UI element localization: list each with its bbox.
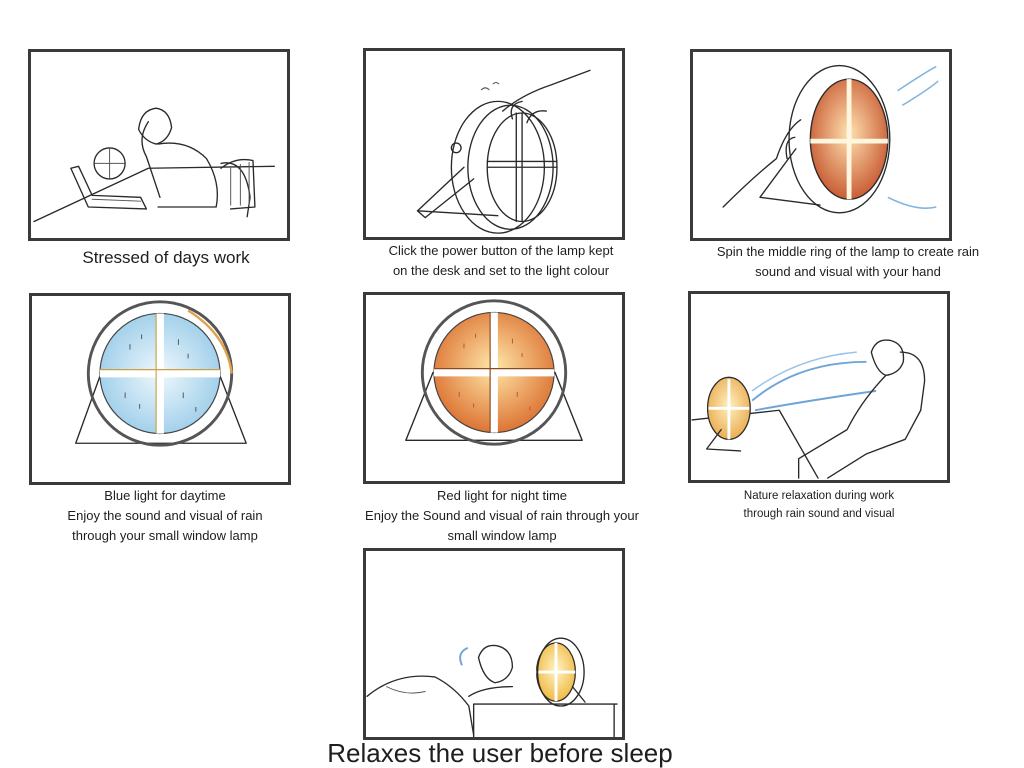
caption-line: Nature relaxation during work bbox=[743, 490, 895, 502]
panel-nature-relaxation bbox=[688, 291, 950, 483]
caption-line: Relaxes the user before sleep bbox=[327, 738, 673, 768]
blue-lamp-sketch bbox=[75, 300, 247, 447]
caption-line: sound and visual with your hand bbox=[755, 264, 941, 279]
caption-red-light: Red light for night time Enjoy the Sound… bbox=[336, 486, 668, 546]
caption-line: Spin the middle ring of the lamp to crea… bbox=[716, 244, 980, 259]
stressed-sketch bbox=[33, 107, 275, 223]
caption-line: Enjoy the Sound and visual of rain throu… bbox=[365, 508, 639, 523]
caption-nature-relaxation: Nature relaxation during work through ra… bbox=[688, 487, 950, 523]
nature-relaxation-sketch bbox=[691, 339, 926, 479]
red-lamp-sketch bbox=[405, 299, 583, 446]
spin-ring-sketch bbox=[722, 64, 939, 214]
panel-sleep bbox=[363, 548, 625, 740]
caption-line: Blue light for daytime bbox=[104, 488, 226, 503]
caption-line: on the desk and set to the light colour bbox=[392, 263, 610, 278]
caption-line: small window lamp bbox=[447, 528, 557, 543]
caption-line: Click the power button of the lamp kept bbox=[388, 243, 614, 258]
caption-stressed: Stressed of days work bbox=[28, 248, 304, 268]
panel-power-button bbox=[363, 48, 625, 240]
caption-line: through your small window lamp bbox=[72, 528, 258, 543]
caption-line: Enjoy the sound and visual of rain bbox=[67, 508, 263, 523]
caption-blue-light: Blue light for daytime Enjoy the sound a… bbox=[26, 486, 304, 546]
caption-line: Stressed of days work bbox=[82, 248, 250, 267]
caption-line: Red light for night time bbox=[436, 488, 568, 503]
caption-power-button: Click the power button of the lamp kept … bbox=[338, 241, 664, 281]
sleep-sketch bbox=[366, 637, 618, 737]
panel-spin-ring bbox=[690, 49, 952, 241]
caption-sleep: Relaxes the user before sleep bbox=[300, 738, 700, 768]
panel-stressed bbox=[28, 49, 290, 241]
panel-red-light bbox=[363, 292, 625, 484]
caption-spin-ring: Spin the middle ring of the lamp to crea… bbox=[682, 242, 1014, 282]
power-button-sketch bbox=[416, 69, 591, 234]
panel-blue-light bbox=[29, 293, 291, 485]
caption-line: through rain sound and visual bbox=[743, 508, 895, 520]
